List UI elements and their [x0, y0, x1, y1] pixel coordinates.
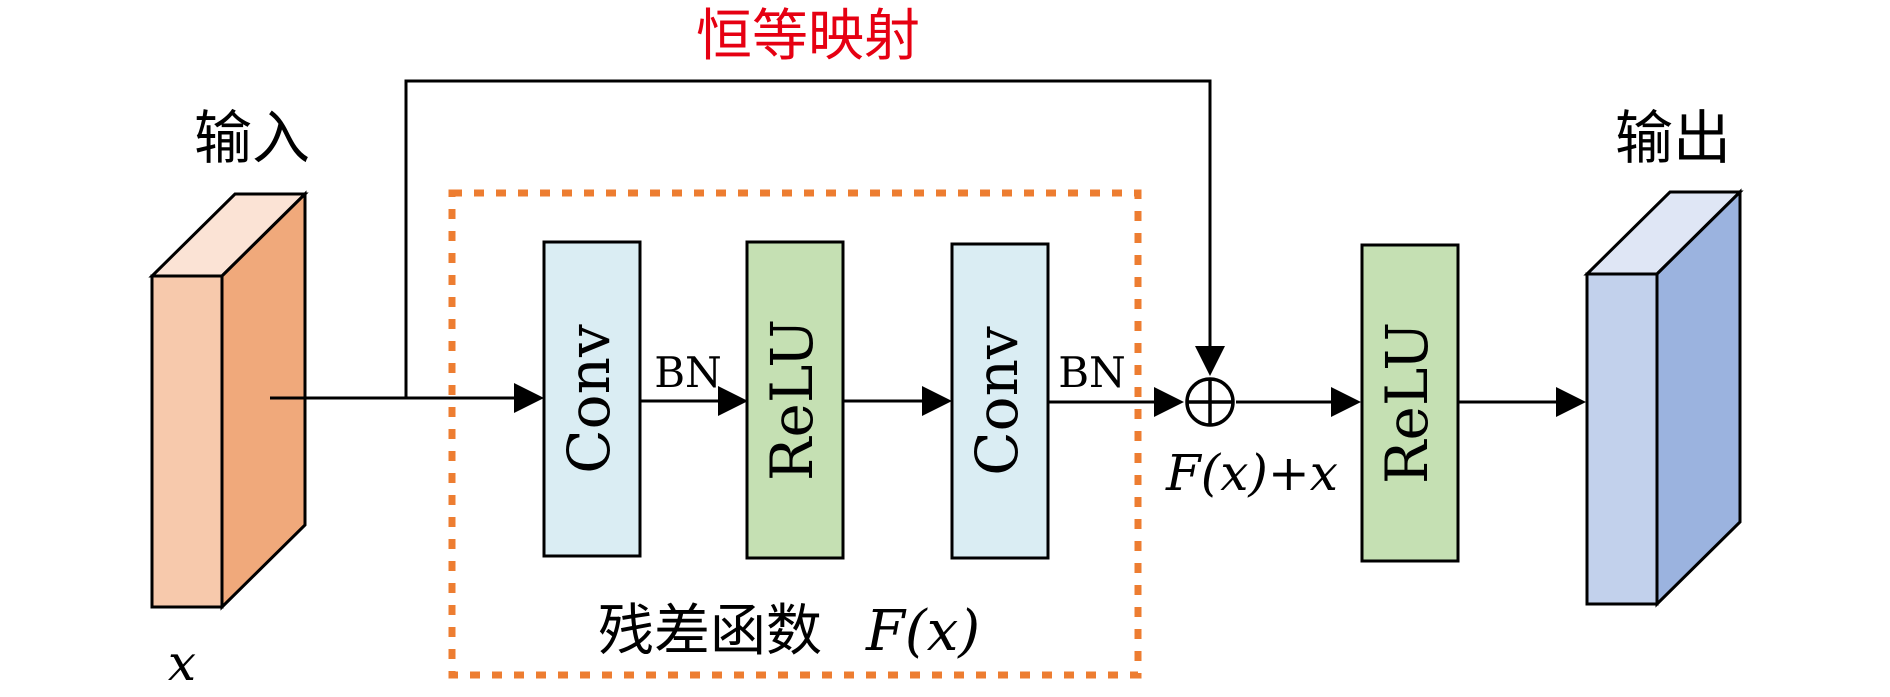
relu-block-1-label: ReLU	[758, 319, 826, 481]
output-tensor	[1583, 188, 1744, 608]
sum-node	[1185, 377, 1235, 427]
input-variable-x: x	[168, 634, 196, 692]
identity-mapping-title: 恒等映射	[696, 4, 920, 69]
relu-block-1: ReLU	[745, 240, 845, 560]
bn-label-1: BN	[654, 348, 722, 397]
conv-block-1-label: Conv	[555, 324, 623, 474]
output-label: 输出	[1615, 104, 1731, 172]
identity-skip-connection	[404, 79, 1225, 398]
input-label: 输入	[194, 104, 310, 172]
relu-block-2-label: ReLU	[1373, 322, 1441, 484]
conv-block-2-label: Conv	[963, 326, 1031, 476]
output-tensor-front	[1585, 272, 1659, 606]
conv-block-1: Conv	[542, 240, 642, 558]
bn-label-2: BN	[1058, 348, 1126, 397]
input-tensor	[148, 190, 309, 611]
conv-block-2: Conv	[950, 242, 1050, 560]
input-tensor-front	[150, 274, 224, 609]
residual-function-label: 残差函数 F(x)	[598, 599, 980, 664]
sum-label: F(x)+x	[1165, 444, 1338, 502]
residual-function-text: 残差函数	[598, 599, 822, 664]
residual-function-box	[448, 189, 1142, 679]
residual-function-fx: F(x)	[865, 599, 980, 664]
relu-block-2: ReLU	[1360, 243, 1460, 563]
